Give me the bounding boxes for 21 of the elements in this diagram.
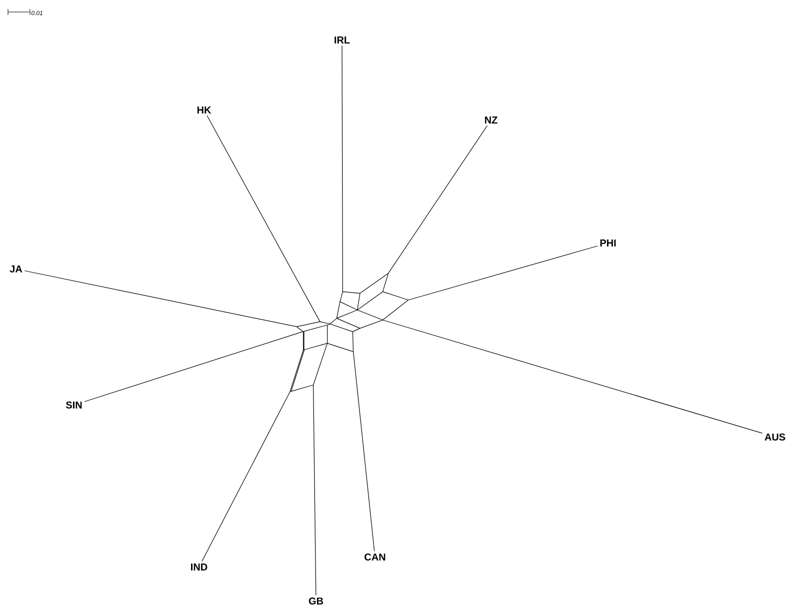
branch-line bbox=[24, 270, 297, 327]
branch-line bbox=[342, 45, 343, 292]
branch-line bbox=[353, 351, 375, 552]
taxon-label: PHI bbox=[600, 240, 616, 246]
taxon-label: NZ bbox=[485, 116, 498, 124]
taxon-label: SIN bbox=[66, 401, 82, 409]
branch-line bbox=[388, 125, 488, 274]
branch-line bbox=[382, 320, 763, 434]
branch-line bbox=[313, 384, 316, 596]
taxon-label: CAN bbox=[364, 553, 386, 561]
branch-line bbox=[202, 391, 290, 562]
taxon-label: JA bbox=[10, 266, 22, 272]
branch-line bbox=[84, 331, 303, 402]
network-drawing bbox=[290, 273, 409, 392]
taxon-label: GB bbox=[308, 597, 324, 605]
branch-line bbox=[206, 115, 320, 322]
taxon-label: IND bbox=[191, 564, 208, 570]
taxon-label: HK bbox=[197, 106, 212, 114]
taxon-label: AUS bbox=[764, 433, 786, 441]
branch-line bbox=[408, 246, 598, 300]
taxon-label: IRL bbox=[334, 36, 350, 44]
